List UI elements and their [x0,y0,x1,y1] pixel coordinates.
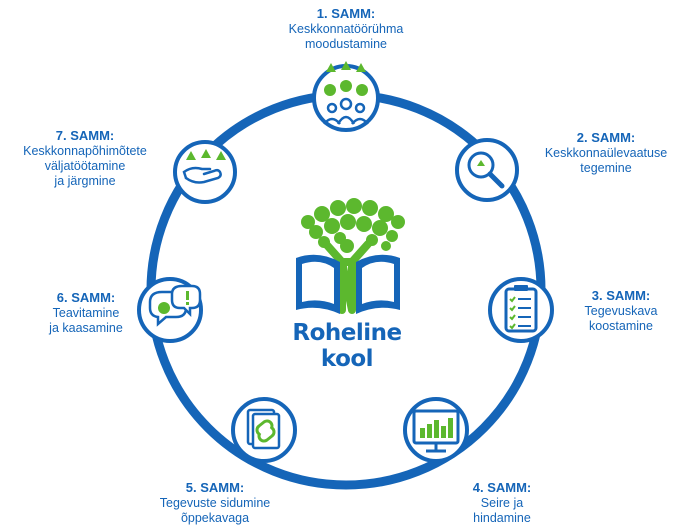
step-7-label: 7. SAMM: Keskkonnapõhimõtete väljatöötam… [23,128,147,189]
step-7-sprouts [186,149,226,160]
step-5-node [231,397,297,463]
step-3-label: 3. SAMM: Tegevuskava koostamine [584,288,658,334]
step-5-label: 5. SAMM: Tegevuste sidumine õppekavaga [159,480,271,526]
step-6-label: 6. SAMM: Teavitamine ja kaasamine [49,290,123,336]
step-1-node [312,64,380,132]
step-4-node [403,397,469,463]
step-6-node [137,277,203,343]
speech-bubbles-icon [148,284,202,327]
step-2-node [455,138,519,202]
hand-icon [182,166,222,184]
team-icon [323,80,369,125]
step-2-label: 2. SAMM: Keskkonnaülevaatuse tegemine [544,130,668,176]
brand-name: Roheline kool [292,320,402,372]
step-1-sprouts [326,61,366,72]
monitor-chart-icon [412,409,460,453]
checklist-icon [504,285,538,333]
magnifier-icon [467,151,505,189]
step-4-label: 4. SAMM: Seire ja hindamine [472,480,532,526]
step-3-node [488,277,554,343]
step-1-label: 1. SAMM: Keskkonnatöörühma moodustamine [288,6,404,52]
roheline-kool-logo [296,198,405,314]
linked-documents-icon [246,408,281,450]
